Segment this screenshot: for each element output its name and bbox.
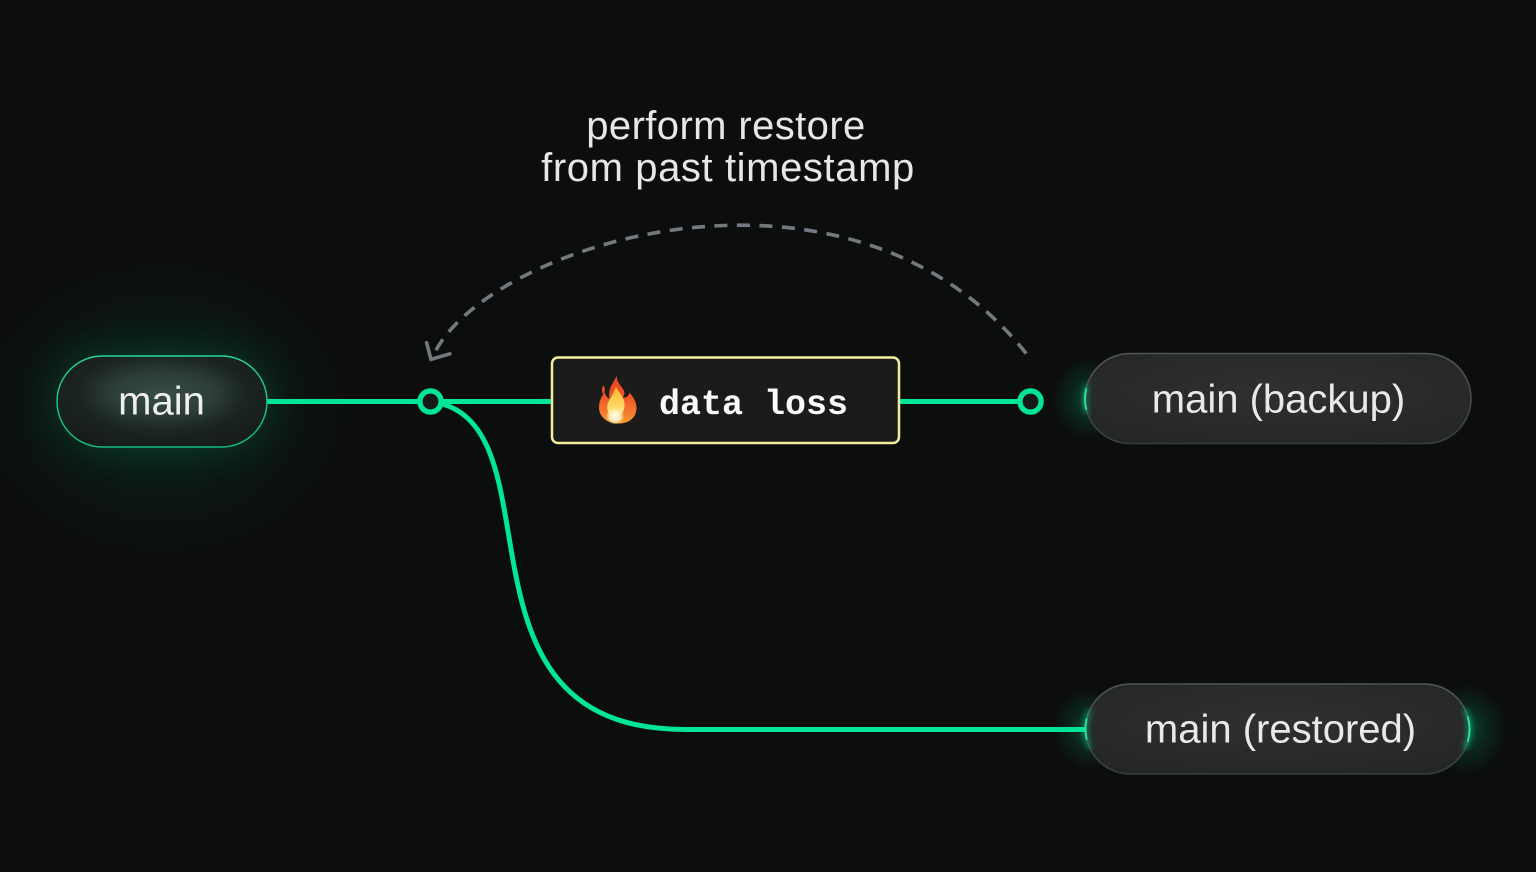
svg-text:main (restored): main (restored) <box>1145 708 1416 752</box>
svg-text:from past timestamp: from past timestamp <box>541 146 915 190</box>
svg-text:data loss: data loss <box>659 385 848 425</box>
svg-text:perform restore: perform restore <box>586 104 865 148</box>
svg-text:main (backup): main (backup) <box>1152 378 1405 422</box>
svg-text:main: main <box>118 380 205 424</box>
